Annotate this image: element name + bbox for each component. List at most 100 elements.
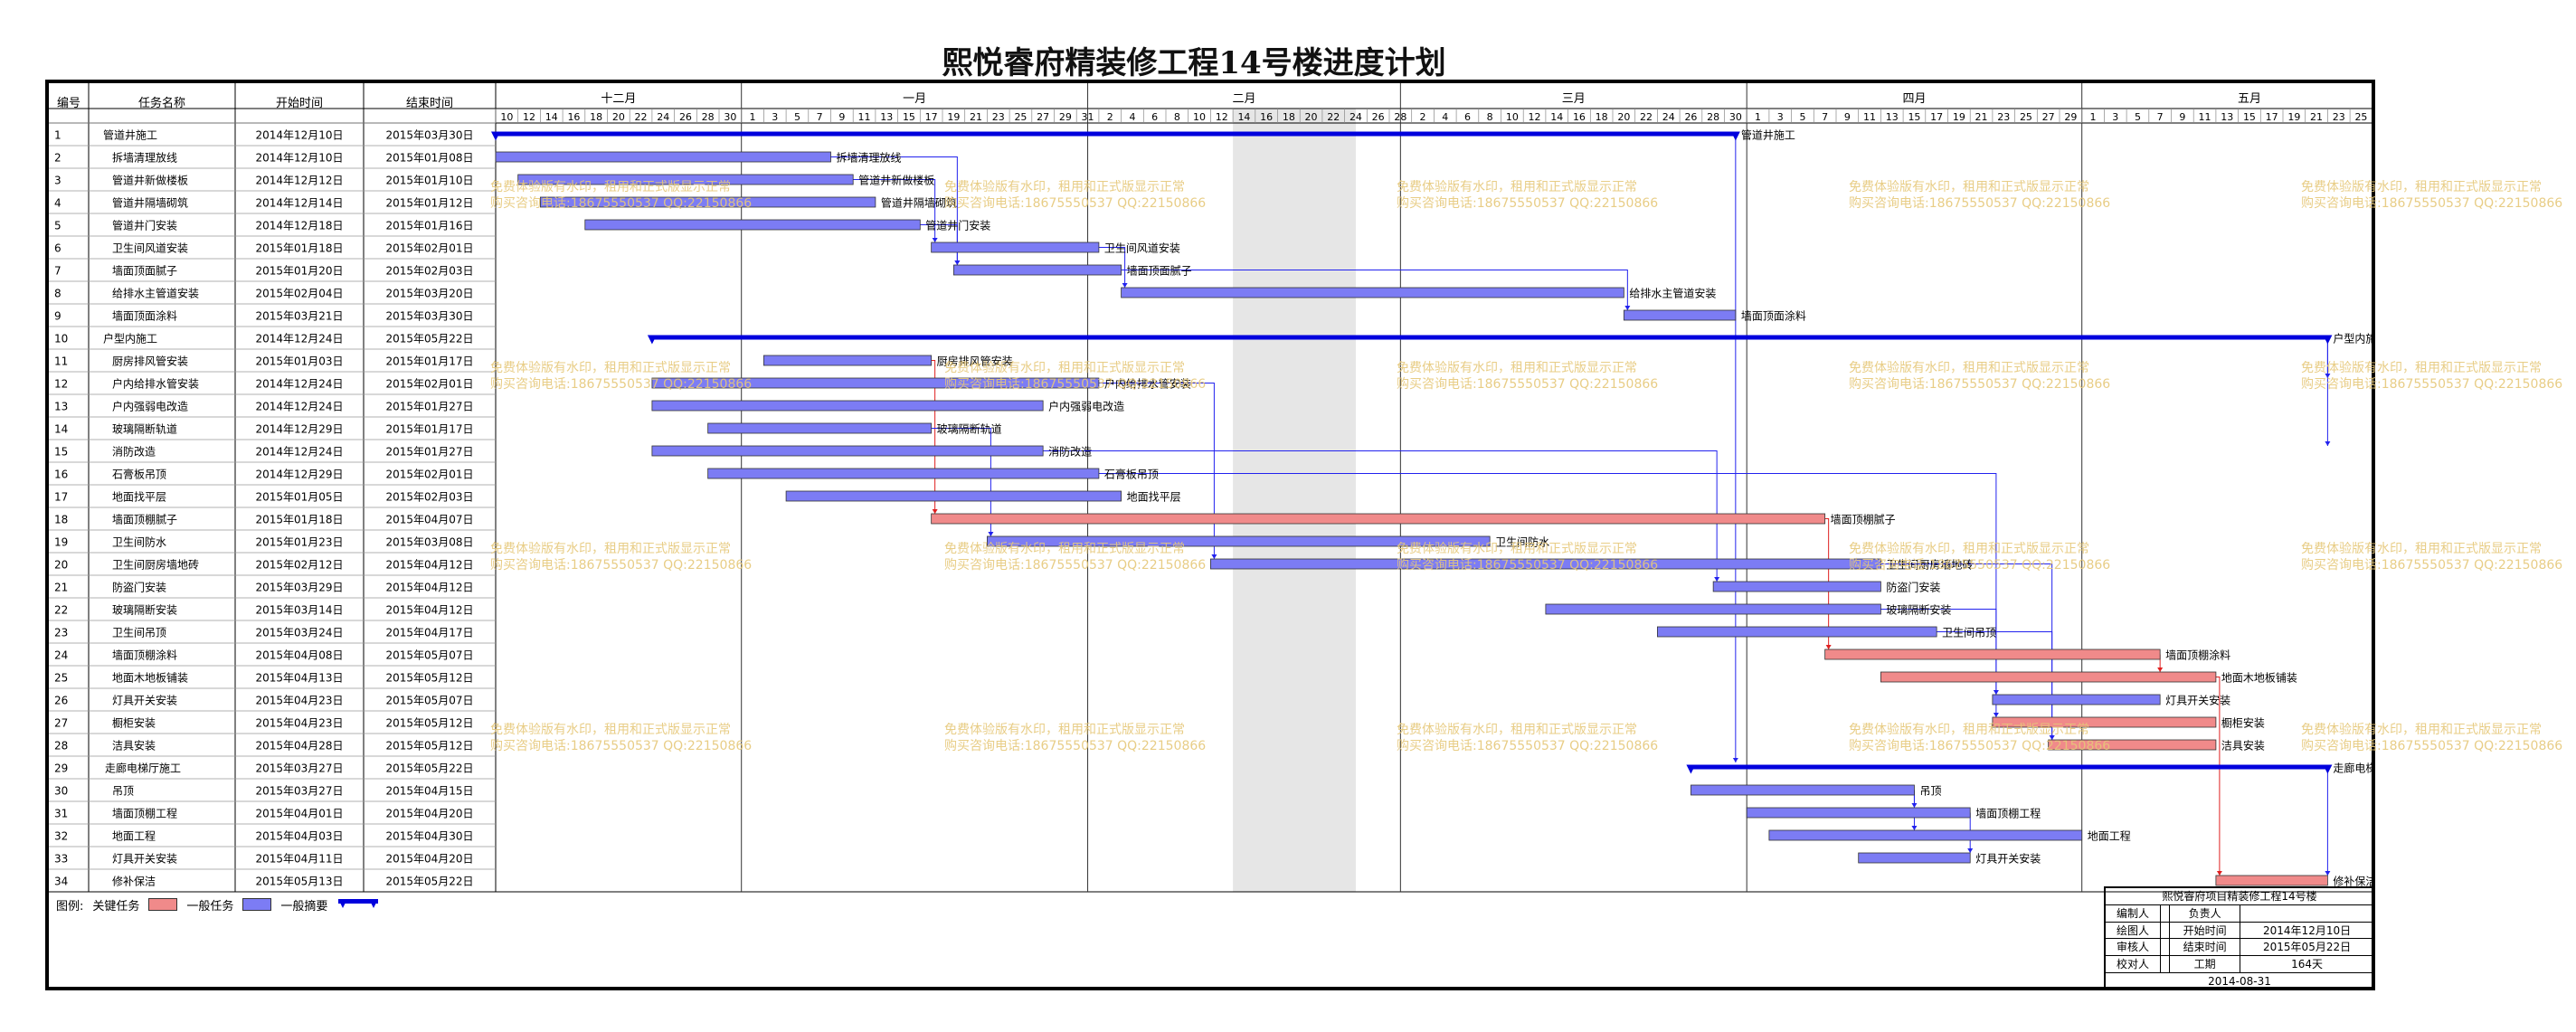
row-end-date: 2015年05月07日 xyxy=(385,695,473,707)
row-start-date: 2014年12月10日 xyxy=(255,152,343,165)
row-task-name: 洁具安装 xyxy=(112,739,156,753)
row-task-name: 地面木地板铺装 xyxy=(112,672,188,685)
day-label: 9 xyxy=(2179,111,2185,123)
row-id: 25 xyxy=(54,672,68,685)
bar-label: 管道井新做楼板 xyxy=(858,174,934,187)
row-task-name: 户型内施工 xyxy=(103,332,157,346)
day-label: 21 xyxy=(970,111,982,123)
row-end-date: 2015年05月12日 xyxy=(385,672,473,685)
tb-label: 开始时间 xyxy=(2169,921,2241,940)
day-label: 1 xyxy=(1755,111,1761,123)
row-id: 20 xyxy=(54,559,68,572)
task-bar xyxy=(763,355,933,366)
bar-label: 地面工程 xyxy=(2088,829,2131,843)
legend-critical-swatch xyxy=(148,898,178,911)
dependency-link xyxy=(1098,383,1215,559)
row-task-name: 厨房排风管安装 xyxy=(112,355,188,368)
row-task-name: 管道井门安装 xyxy=(112,219,177,232)
tb-value xyxy=(2160,921,2171,940)
row-task-name: 消防改造 xyxy=(112,445,156,459)
dependency-arrow xyxy=(954,260,961,265)
row-end-date: 2015年01月17日 xyxy=(385,423,473,436)
watermark-text: 免费体验版有水印，租用和正式版显示正常购买咨询电话:18675550537 QQ… xyxy=(2301,722,2562,754)
dependency-link xyxy=(853,179,936,242)
critical-task-bar xyxy=(931,513,1826,525)
day-label: 16 xyxy=(1260,111,1273,123)
row-start-date: 2015年04月23日 xyxy=(255,695,343,707)
tb-label: 编制人 xyxy=(2104,904,2162,923)
row-end-date: 2015年02月01日 xyxy=(385,378,473,391)
day-label: 9 xyxy=(1844,111,1851,123)
day-label: 22 xyxy=(1327,111,1340,123)
day-label: 13 xyxy=(880,111,893,123)
watermark-line: 免费体验版有水印，租用和正式版显示正常 xyxy=(1849,180,2089,194)
row-end-date: 2015年03月08日 xyxy=(385,536,473,549)
row-start-date: 2014年12月24日 xyxy=(255,378,343,391)
row-id: 31 xyxy=(54,808,68,820)
day-label: 3 xyxy=(772,111,778,123)
row-task-name: 户内给排水管安装 xyxy=(112,377,199,391)
row-end-date: 2015年04月30日 xyxy=(385,830,473,843)
day-label: 28 xyxy=(1394,111,1406,123)
row-end-date: 2015年05月12日 xyxy=(385,740,473,753)
day-label: 26 xyxy=(1684,111,1697,123)
dependency-arrow xyxy=(932,509,938,514)
dependency-arrow xyxy=(2325,871,2331,876)
month-label: 四月 xyxy=(1902,92,1926,106)
watermark-line: 免费体验版有水印，租用和正式版显示正常 xyxy=(944,542,1185,556)
tb-value xyxy=(2240,904,2374,923)
row-end-date: 2015年01月27日 xyxy=(385,446,473,459)
critical-task-bar xyxy=(1880,671,2217,683)
legend-normal-label: 一般任务 xyxy=(186,899,234,914)
bar-label: 户内给排水管安装 xyxy=(1104,377,1191,391)
task-bar xyxy=(1746,807,1971,819)
dependency-arrow xyxy=(2049,735,2055,740)
summary-bar xyxy=(496,131,1736,137)
row-end-date: 2015年04月12日 xyxy=(385,604,473,617)
legend-prefix: 图例: xyxy=(56,899,84,914)
bar-label: 管道井门安装 xyxy=(925,219,990,232)
task-bar xyxy=(651,377,1100,389)
month-label: 一月 xyxy=(903,92,926,106)
dependency-arrow xyxy=(988,532,994,536)
day-label: 18 xyxy=(1283,111,1295,123)
dependency-arrow xyxy=(2157,667,2164,672)
watermark-line: 免费体验版有水印，租用和正式版显示正常 xyxy=(2301,180,2542,194)
day-label: 2 xyxy=(1420,111,1426,123)
tb-label: 结束时间 xyxy=(2169,938,2241,957)
title-block-heading: 熙悦睿府项目精装修工程14号楼 xyxy=(2105,887,2374,905)
row-start-date: 2015年05月13日 xyxy=(255,876,343,888)
row-end-date: 2015年04月12日 xyxy=(385,559,473,572)
row-end-date: 2015年01月16日 xyxy=(385,220,473,232)
day-label: 26 xyxy=(1372,111,1385,123)
watermark-line: 免费体验版有水印，租用和正式版显示正常 xyxy=(1849,723,2089,737)
day-label: 12 xyxy=(1529,111,1541,123)
critical-task-bar xyxy=(1824,649,2161,660)
row-id: 17 xyxy=(54,491,68,504)
day-label: 19 xyxy=(947,111,960,123)
row-task-name: 石膏板吊顶 xyxy=(112,468,166,481)
row-start-date: 2015年04月01日 xyxy=(255,808,343,820)
tb-label: 审核人 xyxy=(2104,938,2162,957)
row-task-name: 管道井施工 xyxy=(103,128,157,142)
bar-label: 橱柜安装 xyxy=(2221,716,2265,730)
title-block-date: 2014-08-31 xyxy=(2105,972,2374,990)
bar-label: 卫生间吊顶 xyxy=(1942,627,1996,639)
day-label: 15 xyxy=(903,111,915,123)
task-bar xyxy=(584,219,921,231)
watermark-line: 免费体验版有水印，租用和正式版显示正常 xyxy=(1397,542,1637,556)
watermark-line: 购买咨询电话:18675550537 QQ:22150866 xyxy=(2301,739,2563,753)
watermark-line: 免费体验版有水印，租用和正式版显示正常 xyxy=(490,180,731,194)
day-label: 13 xyxy=(1886,111,1899,123)
row-task-name: 玻璃隔断安装 xyxy=(112,603,177,617)
tb-value: 2014年12月10日 xyxy=(2240,921,2374,940)
day-label: 11 xyxy=(2199,111,2211,123)
watermark-line: 免费体验版有水印，租用和正式版显示正常 xyxy=(490,361,731,375)
task-bar xyxy=(1657,626,1937,638)
row-end-date: 2015年05月22日 xyxy=(385,876,473,888)
row-id: 27 xyxy=(54,717,68,730)
row-start-date: 2014年12月10日 xyxy=(255,129,343,142)
watermark-text: 免费体验版有水印，租用和正式版显示正常购买咨询电话:18675550537 QQ… xyxy=(1397,179,1658,212)
bar-label: 管道井隔墙砌筑 xyxy=(881,196,957,210)
month-label: 二月 xyxy=(1232,92,1255,106)
